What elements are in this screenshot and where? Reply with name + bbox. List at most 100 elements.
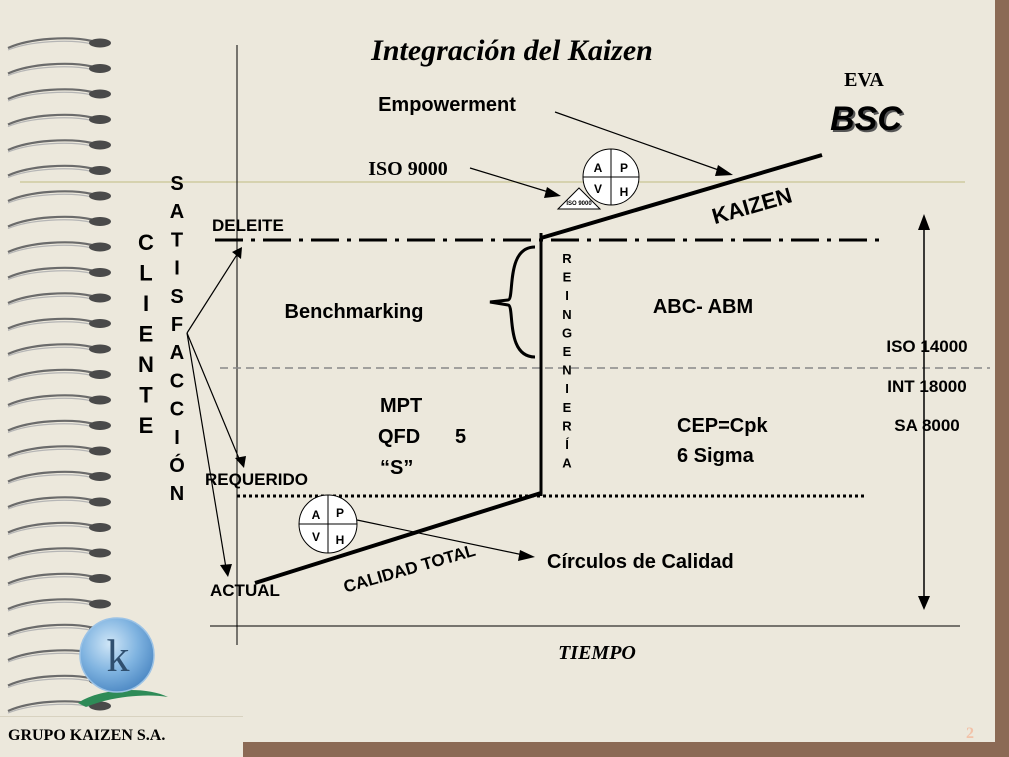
spiral-ring-highlight bbox=[7, 117, 93, 128]
spiral-ring bbox=[7, 215, 93, 228]
spiral-ring bbox=[7, 62, 93, 75]
spiral-hole bbox=[89, 344, 111, 354]
iso9000-arrow bbox=[469, 167, 556, 195]
int18000-label: INT 18000 bbox=[887, 377, 966, 396]
satisfaccion-letter: Ó bbox=[169, 453, 185, 477]
spiral-ring bbox=[7, 292, 93, 305]
empowerment-arrow bbox=[554, 111, 728, 174]
company-logo: k bbox=[78, 617, 168, 707]
spiral-ring-highlight bbox=[7, 448, 93, 459]
spiral-ring-highlight bbox=[7, 601, 93, 612]
cliente-letter: T bbox=[139, 383, 153, 408]
spiral-hole bbox=[89, 472, 111, 481]
pdca-circle-bottom: A P V H bbox=[298, 494, 358, 554]
cliente-letter: E bbox=[139, 322, 154, 347]
arrow-head-actual bbox=[220, 564, 232, 577]
iso14000-label: ISO 14000 bbox=[886, 337, 967, 356]
requerido-label: REQUERIDO bbox=[205, 470, 308, 489]
reingenieria-letter: G bbox=[562, 325, 572, 340]
iso9000-arrow-head bbox=[544, 187, 561, 198]
spiral-ring-highlight bbox=[7, 550, 93, 561]
spiral-ring-highlight bbox=[7, 40, 93, 51]
spiral-ring bbox=[7, 394, 93, 407]
spiral-ring-highlight bbox=[7, 423, 93, 434]
pdca-top-p: P bbox=[620, 161, 628, 175]
kaizen-line bbox=[540, 153, 823, 240]
frame-right bbox=[995, 0, 1009, 757]
spiral-ring bbox=[7, 343, 93, 356]
spiral-binding bbox=[7, 37, 111, 714]
spiral-ring bbox=[7, 419, 93, 432]
spiral-hole bbox=[89, 548, 111, 558]
benchmarking-label: Benchmarking bbox=[285, 301, 424, 323]
spiral-ring bbox=[7, 547, 93, 560]
abc-abm-label: ABC- ABM bbox=[653, 296, 753, 318]
spiral-hole bbox=[89, 217, 111, 226]
spiral-ring-highlight bbox=[7, 678, 93, 689]
spiral-ring bbox=[7, 623, 93, 636]
spiral-hole bbox=[89, 523, 111, 532]
arrow-head-deleite bbox=[232, 247, 242, 259]
spiral-hole bbox=[89, 319, 111, 328]
spiral-ring-highlight bbox=[7, 627, 93, 638]
reingenieria-letter: R bbox=[562, 418, 572, 433]
cliente-letter: L bbox=[139, 261, 152, 286]
sa8000-label: SA 8000 bbox=[894, 416, 960, 435]
spiral-ring-highlight bbox=[7, 295, 93, 306]
arrow-head-requerido bbox=[235, 456, 246, 468]
spiral-ring-highlight bbox=[7, 474, 93, 485]
satisfaccion-letter: I bbox=[174, 258, 180, 280]
pdca-circle-top: A P V H bbox=[582, 148, 640, 206]
spiral-ring bbox=[7, 266, 93, 279]
spiral-ring-highlight bbox=[7, 346, 93, 357]
spiral-ring-highlight bbox=[7, 397, 93, 408]
circulos-label: Círculos de Calidad bbox=[547, 551, 734, 573]
reingenieria-letter: Í bbox=[565, 437, 569, 452]
svg-text:k: k bbox=[107, 630, 130, 681]
bsc-label: BSC bbox=[830, 100, 902, 138]
spiral-ring bbox=[7, 139, 93, 152]
spiral-hole bbox=[89, 293, 111, 303]
spiral-ring bbox=[7, 190, 93, 203]
deleite-label: DELEITE bbox=[212, 216, 284, 235]
spiral-hole bbox=[89, 268, 111, 277]
spiral-ring-highlight bbox=[7, 193, 93, 204]
spiral-ring-highlight bbox=[7, 142, 93, 153]
iso9000-triangle bbox=[556, 187, 602, 210]
spiral-ring-highlight bbox=[7, 321, 93, 332]
spiral-ring bbox=[7, 241, 93, 254]
spiral-ring-highlight bbox=[7, 576, 93, 587]
satisfaccion-letter: S bbox=[170, 286, 183, 308]
spiral-ring bbox=[7, 445, 93, 458]
empowerment-label: Empowerment bbox=[378, 94, 516, 116]
actual-label: ACTUAL bbox=[210, 581, 280, 600]
frame-bottom bbox=[0, 742, 1009, 757]
spiral-ring bbox=[7, 496, 93, 509]
spiral-hole bbox=[89, 242, 111, 252]
satisfaccion-letter: A bbox=[170, 201, 184, 223]
satisfaccion-letter: S bbox=[170, 173, 183, 195]
range-arrow-down bbox=[918, 596, 930, 610]
spiral-ring bbox=[7, 37, 93, 50]
satisfaccion-letter: A bbox=[170, 342, 184, 364]
satisfaccion-letter: N bbox=[170, 483, 184, 505]
circulos-arrow-head bbox=[518, 550, 535, 561]
iso9000-triangle-label: ISO 9000 bbox=[566, 201, 592, 207]
spiral-ring bbox=[7, 88, 93, 101]
footer-box: GRUPO KAIZEN S.A. bbox=[0, 716, 243, 757]
reingenieria-letter: I bbox=[565, 288, 569, 303]
spiral-hole bbox=[89, 115, 111, 124]
spiral-ring-highlight bbox=[7, 499, 93, 510]
reingenieria-letter: E bbox=[563, 270, 572, 285]
five-label: 5 bbox=[455, 426, 466, 448]
satisfaccion-letter: F bbox=[171, 314, 183, 336]
benchmarking-brace bbox=[489, 245, 536, 359]
pdca-bottom-a: A bbox=[312, 508, 321, 522]
spiral-hole bbox=[89, 421, 111, 430]
circulos-arrow bbox=[356, 519, 529, 557]
spiral-ring-highlight bbox=[7, 525, 93, 536]
reingenieria-letter: I bbox=[565, 381, 569, 396]
qfd-label: QFD bbox=[378, 426, 420, 448]
